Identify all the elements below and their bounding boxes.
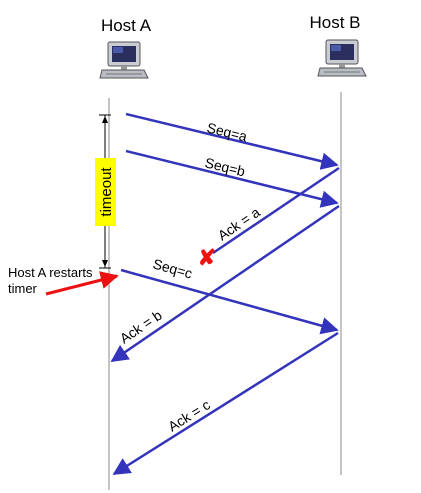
seq-c-label: Seq=c xyxy=(151,255,194,281)
seq-c-arrow xyxy=(120,268,339,335)
lost-marker-icon: ✘ xyxy=(198,245,216,270)
timeout-highlight xyxy=(95,158,116,226)
restart-note-line1: Host A restarts xyxy=(8,265,93,280)
restart-note-line2: timer xyxy=(8,281,38,296)
host-a-computer-icon xyxy=(99,41,149,79)
seq-b-arrow xyxy=(125,149,339,208)
host-b-label: Host B xyxy=(309,13,360,32)
seq-a-label: Seq=a xyxy=(205,119,249,144)
ack-b-arrow xyxy=(110,204,340,363)
restart-note-arrow xyxy=(45,271,119,296)
ack-a-arrow xyxy=(212,166,340,255)
timeout-label: timeout xyxy=(98,167,115,217)
host-a-label: Host A xyxy=(101,16,152,35)
host-b-computer-icon xyxy=(317,39,367,77)
ack-c-arrow xyxy=(112,331,339,476)
seq-a-arrow xyxy=(125,112,339,170)
